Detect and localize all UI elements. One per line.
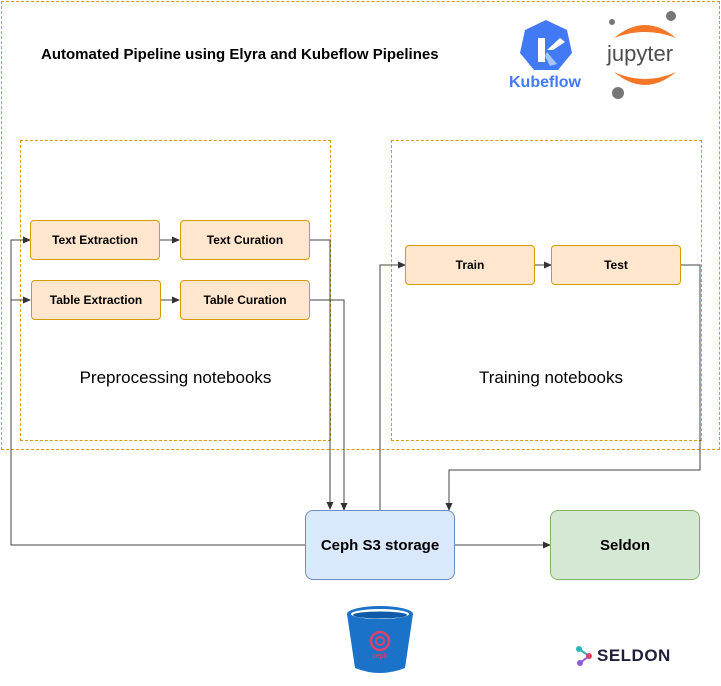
- test-node[interactable]: Test: [551, 245, 681, 285]
- table-curation-node[interactable]: Table Curation: [180, 280, 310, 320]
- pipeline-group: [1, 1, 720, 450]
- bucket-icon: [347, 606, 413, 673]
- edge-ceph-to-text-extraction: [10, 236, 305, 546]
- table-extraction-node[interactable]: Table Extraction: [31, 280, 161, 320]
- training-group: [391, 140, 702, 441]
- edge-test-to-ceph: [445, 264, 701, 511]
- seldon-icon: [576, 646, 592, 666]
- seldon-node[interactable]: Seldon: [550, 510, 700, 580]
- ceph-storage-node[interactable]: Ceph S3 storage: [305, 510, 455, 580]
- seldon-logo: SELDON: [575, 645, 685, 667]
- ceph-wordmark: ceph: [372, 653, 388, 660]
- diagram-title: Automated Pipeline using Elyra and Kubef…: [41, 46, 439, 63]
- jupyter-icon: [609, 11, 676, 99]
- seldon-wordmark: SELDON: [597, 646, 671, 665]
- kubeflow-wordmark: Kubeflow: [509, 74, 581, 91]
- train-node[interactable]: Train: [405, 245, 535, 285]
- jupyter-logo: jupyter: [600, 8, 690, 102]
- kubeflow-logo: Kubeflow: [505, 18, 587, 94]
- edge-text-curation-to-ceph: [310, 239, 334, 510]
- edge-ceph-to-train: [379, 261, 406, 510]
- kubeflow-icon: [520, 20, 572, 70]
- preprocessing-group-label: Preprocessing notebooks: [79, 368, 272, 387]
- training-group-label: Training notebooks: [479, 368, 623, 387]
- text-curation-node[interactable]: Text Curation: [180, 220, 310, 260]
- ceph-logo: ceph: [345, 604, 415, 676]
- jupyter-wordmark: jupyter: [607, 41, 674, 66]
- edge-table-curation-to-ceph: [310, 299, 348, 511]
- text-extraction-node[interactable]: Text Extraction: [30, 220, 160, 260]
